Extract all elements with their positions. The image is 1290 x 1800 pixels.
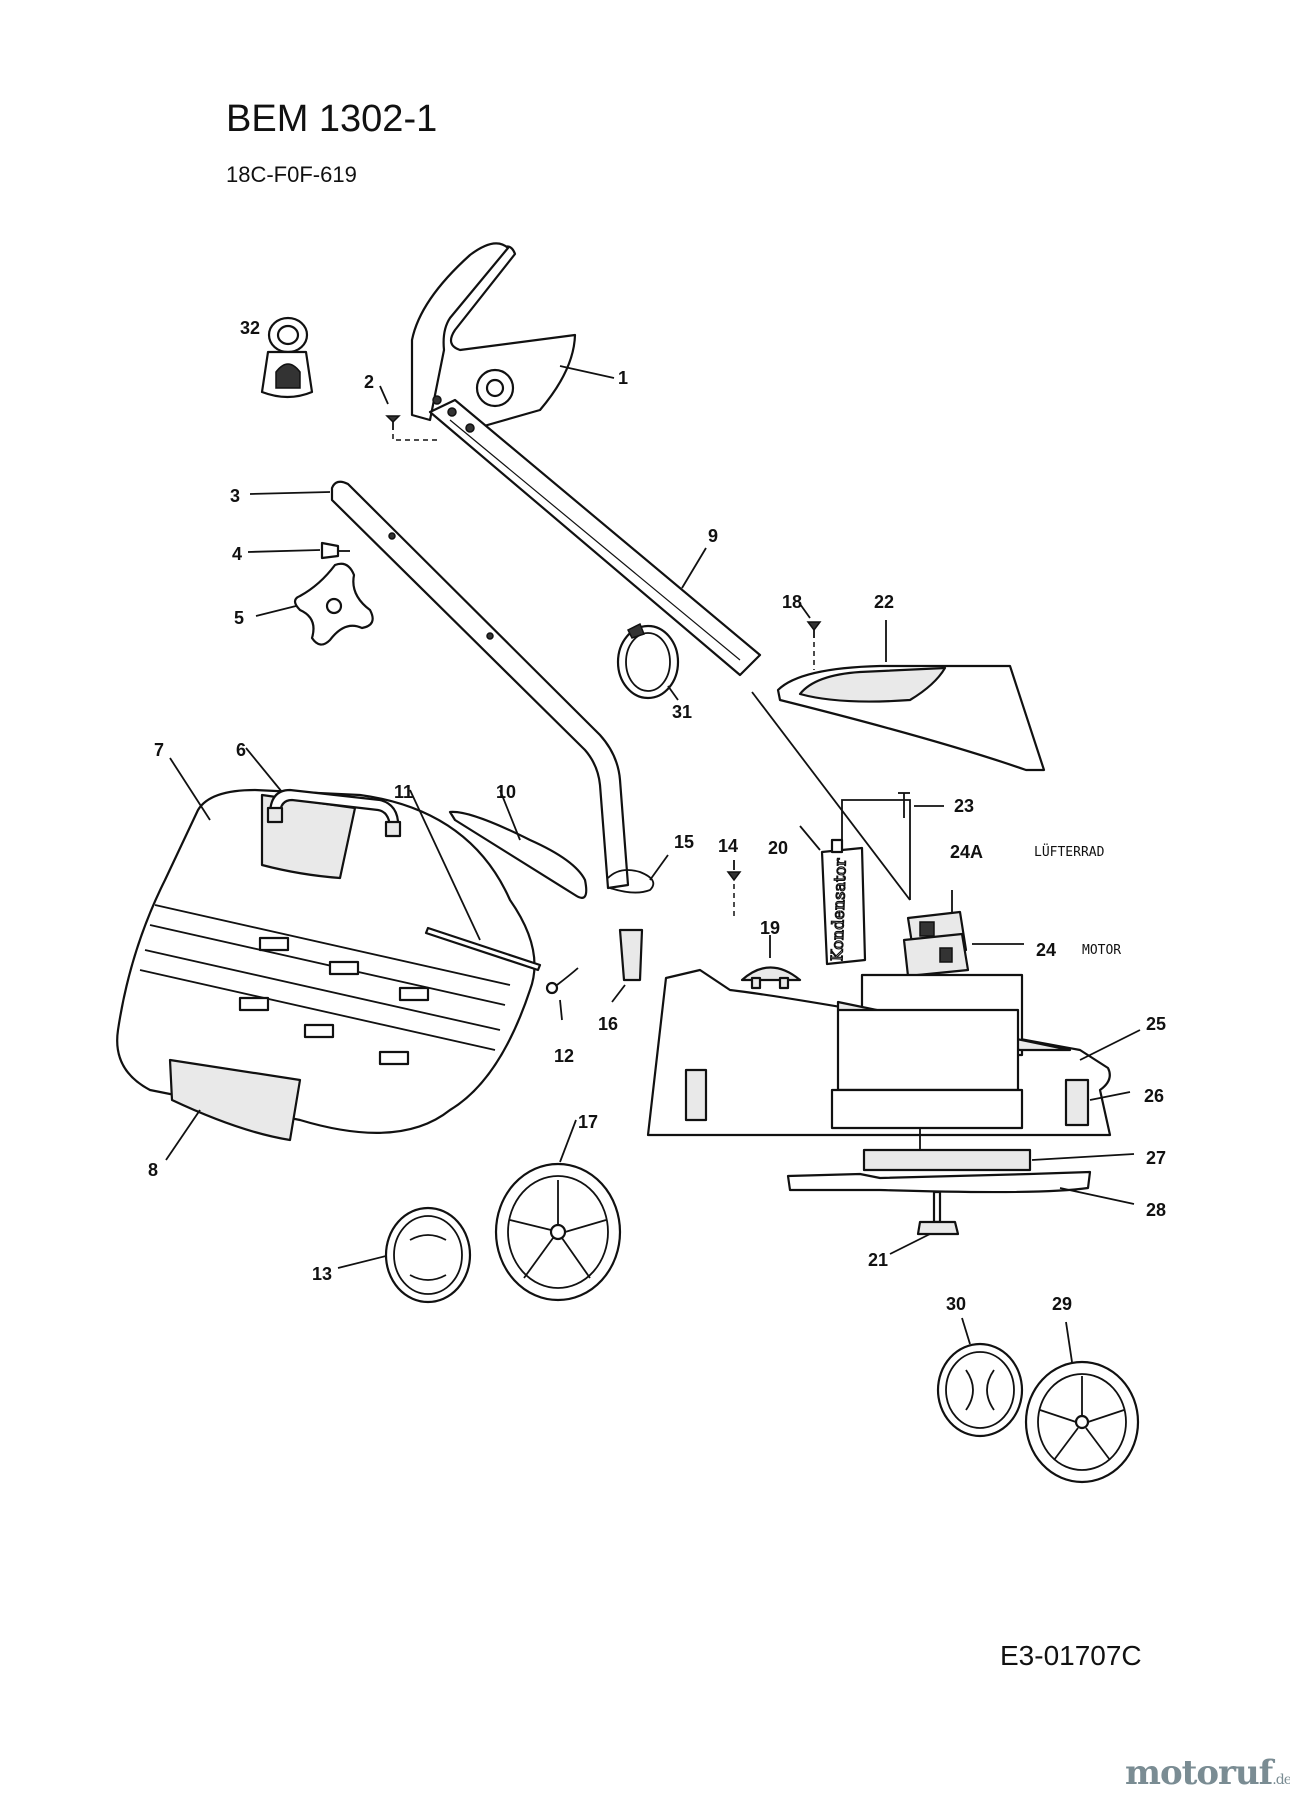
label-7: 7 [154,740,164,760]
label-20: 20 [768,838,788,858]
label-28: 28 [1146,1200,1166,1220]
label-1: 1 [618,368,628,388]
drawing-code: E3-01707C [1000,1640,1142,1671]
label-24: 24 [1036,940,1056,960]
logo-suffix: .de [1272,1772,1290,1788]
label-13: 13 [312,1264,332,1284]
label-4: 4 [232,544,242,564]
label-14: 14 [718,836,738,856]
part-14-screw [726,860,742,920]
logo-text: motoruf [1125,1753,1273,1793]
diagram-title: BEM 1302-1 [226,98,438,140]
part-13-hubcap [337,1206,472,1304]
capacitor-label: Kondensator [827,858,850,962]
label-18: 18 [782,592,802,612]
part-28-blade [786,1170,1135,1205]
part-31-cable-clamp [616,622,680,701]
part-4-bolt [247,541,350,560]
label-5: 5 [234,608,244,628]
part-16-sleeve [611,928,644,1003]
part-25-mower-deck [646,968,1141,1137]
part-30-hubcap [936,1317,1024,1438]
part-7-grass-catcher [116,757,536,1161]
part-1-upper-handle [410,242,615,432]
part-18-screw [799,603,822,670]
label-23: 23 [954,796,974,816]
part-19-cable-clip [740,935,802,990]
label-17: 17 [578,1112,598,1132]
label-27: 27 [1146,1148,1166,1168]
label-12: 12 [554,1046,574,1066]
part-number-labels: 32 1 2 3 4 5 6 7 8 9 10 11 12 13 14 15 1… [148,318,1166,1314]
logo[interactable]: motoruf.de [1125,1753,1290,1793]
part-5-star-knob [255,562,374,646]
label-24A: 24A [950,842,983,862]
part-15-clip [607,854,669,894]
part-22-cover [776,620,1046,772]
part-3-lower-handle [249,480,630,890]
power-cable [751,691,911,901]
part-27-fan [862,1128,1135,1172]
model-number: 18C-F0F-619 [226,162,357,187]
part-23-screw [898,792,944,818]
part-9-handle-bar [428,395,762,677]
part-17-wheel [494,1119,622,1302]
label-3: 3 [230,486,240,506]
label-19: 19 [760,918,780,938]
label-15: 15 [674,832,694,852]
part-6-catcher-handle [245,747,402,838]
label-25: 25 [1146,1014,1166,1034]
part-32-clip [260,316,314,399]
part-24-motor [902,890,1024,990]
part-10-deflector [448,789,588,899]
label-30: 30 [946,1294,966,1314]
label-11: 11 [394,782,413,802]
motor-annotation: MOTOR [1082,943,1121,958]
label-29: 29 [1052,1294,1072,1314]
part-20-capacitor: Kondensator [799,799,911,966]
label-6: 6 [236,740,246,760]
part-29-wheel [1024,1321,1140,1484]
label-26: 26 [1144,1086,1164,1106]
label-16: 16 [598,1014,618,1034]
label-32: 32 [240,318,260,338]
part-21-blade-bolt [889,1190,960,1255]
part-2-screw [379,385,440,441]
label-8: 8 [148,1160,158,1180]
label-2: 2 [364,372,374,392]
label-21: 21 [868,1250,888,1270]
label-31: 31 [672,702,692,722]
fan-annotation: LÜFTERRAD [1034,843,1105,860]
part-11-rod [409,789,542,972]
label-22: 22 [874,592,894,612]
part-12-pin [545,967,579,1021]
label-9: 9 [708,526,718,546]
label-10: 10 [496,782,516,802]
